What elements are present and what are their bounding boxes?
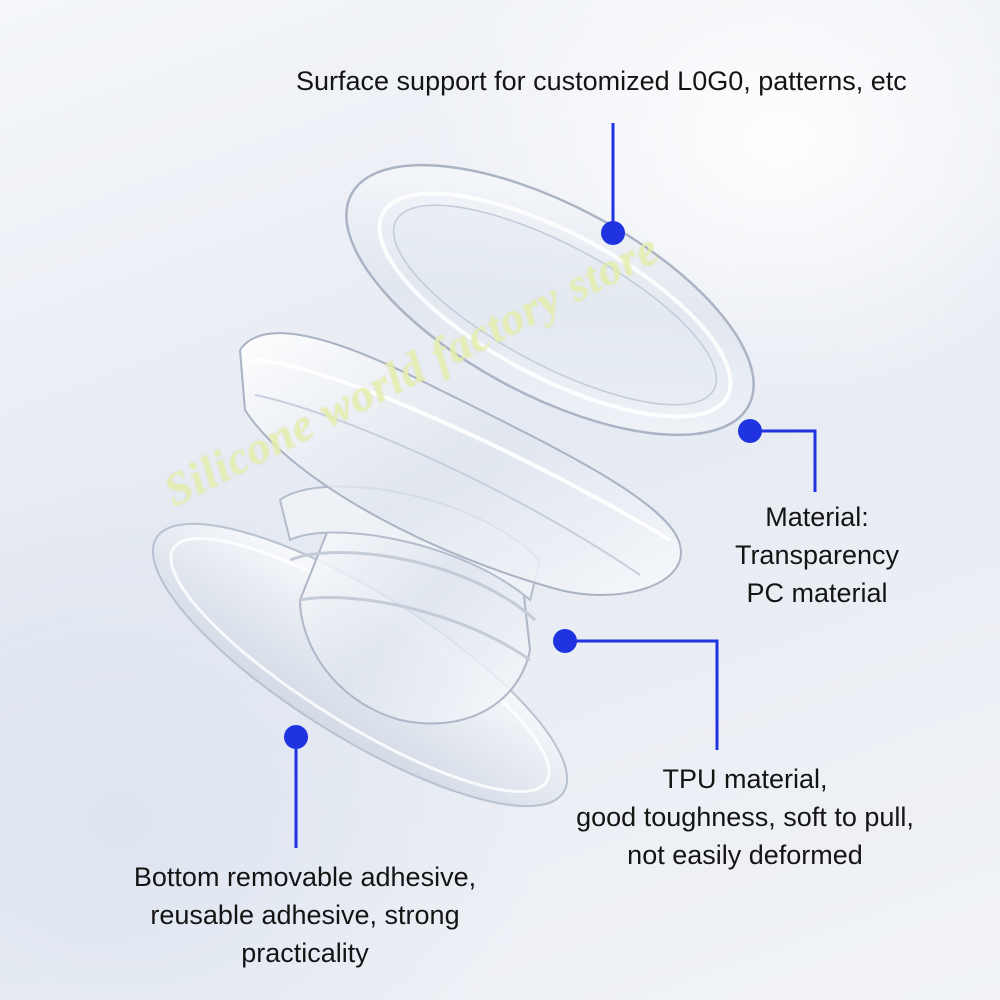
caption-line: PC material <box>746 578 888 608</box>
caption-surface-support: Surface support for customized L0G0, pat… <box>296 62 907 100</box>
caption-line: not easily deformed <box>627 840 863 870</box>
caption-pc-material: Material: Transparency PC material <box>712 498 922 612</box>
caption-line: TPU material, <box>662 764 828 794</box>
callout-adhesive <box>284 725 308 848</box>
top-pc-disc <box>345 163 755 437</box>
callout-surface <box>601 123 625 245</box>
caption-tpu-material: TPU material, good toughness, soft to pu… <box>555 760 935 874</box>
caption-line: Surface support for customized L0G0, pat… <box>296 66 907 96</box>
caption-line: Material: <box>765 502 869 532</box>
body-top-cap <box>238 332 682 596</box>
caption-line: practicality <box>241 938 369 968</box>
callout-tpu <box>553 629 719 750</box>
caption-bottom-adhesive: Bottom removable adhesive, reusable adhe… <box>110 858 500 972</box>
callout-pc-material <box>738 419 817 492</box>
caption-line: Bottom removable adhesive, <box>133 862 477 892</box>
caption-line: reusable adhesive, strong <box>150 900 460 930</box>
caption-line: good toughness, soft to pull, <box>576 802 914 832</box>
caption-line: Transparency <box>734 540 900 570</box>
